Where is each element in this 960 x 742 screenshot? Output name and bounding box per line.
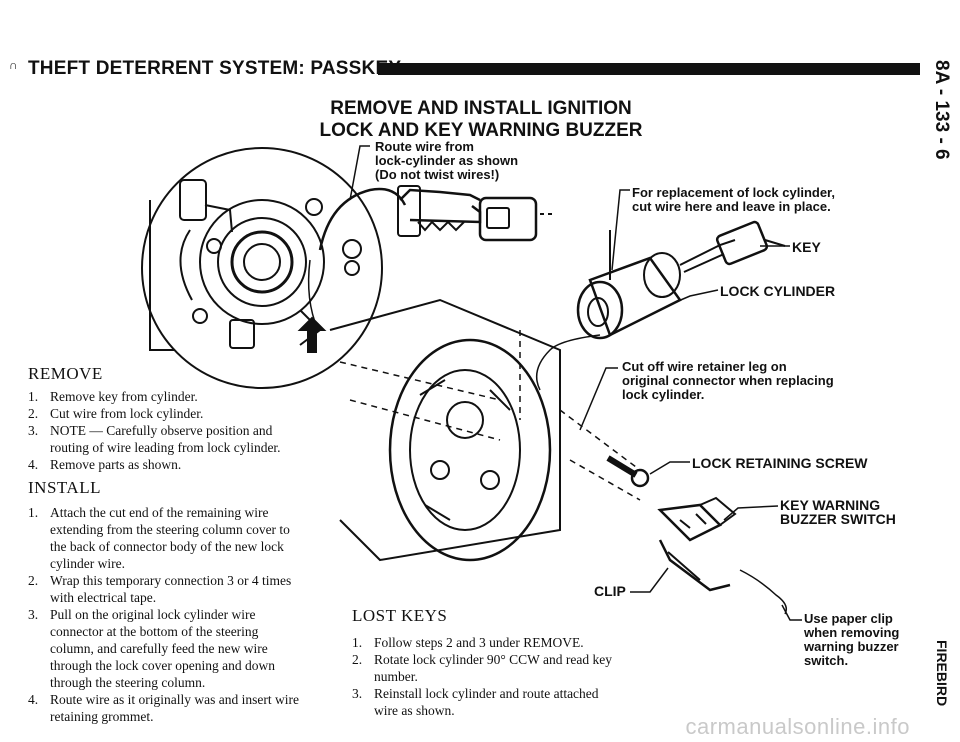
callout-buzzer-line2: BUZZER SWITCH (780, 511, 896, 527)
column-bore (388, 338, 552, 562)
step-number: 1. (352, 635, 363, 650)
callout-paper-clip-line1: Use paper clip (804, 611, 893, 626)
step-number: 4. (28, 457, 39, 472)
install-step: 4. Route wire as it originally was and in… (28, 691, 304, 725)
remove-step: 4. Remove parts as shown. (28, 456, 308, 473)
step-text: Follow steps 2 and 3 under REMOVE. (374, 635, 584, 650)
clip-drawing (658, 539, 731, 592)
install-step: 1. Attach the cut end of the remaining wi… (28, 504, 304, 572)
buzzer-switch-drawing (657, 496, 737, 542)
install-step: 2. Wrap this temporary connection 3 or 4 … (28, 572, 304, 606)
step-number: 2. (28, 406, 39, 421)
lost-keys-step: 2. Rotate lock cylinder 90° CCW and read … (352, 651, 614, 685)
step-text: Remove parts as shown. (50, 457, 182, 472)
key-drawing-small (679, 220, 786, 273)
callout-retainer-line2: original connector when replacing (622, 373, 834, 388)
step-number: 3. (28, 607, 39, 622)
callout-paper-clip-line3: warning buzzer (804, 639, 899, 654)
corner-mark: ∩ (9, 58, 18, 72)
remove-step: 3. NOTE — Carefully observe position and … (28, 422, 308, 456)
step-text: Attach the cut end of the remaining wire… (50, 505, 290, 571)
step-number: 1. (28, 389, 39, 404)
callout-buzzer: KEY WARNING BUZZER SWITCH (780, 498, 896, 526)
step-text: NOTE — Carefully observe position and ro… (50, 423, 281, 455)
key-drawing-large (397, 185, 556, 242)
step-number: 3. (28, 423, 39, 438)
callout-replacement-line2: cut wire here and leave in place. (632, 199, 831, 214)
callout-paper-clip-line2: when removing (804, 625, 900, 640)
callout-lock-retaining-screw: LOCK RETAINING SCREW (692, 455, 868, 471)
header-rule (378, 63, 920, 75)
callout-replacement: For replacement of lock cylinder, cut wi… (632, 186, 835, 214)
diagram-title: REMOVE AND INSTALL IGNITION LOCK AND KEY… (319, 98, 643, 141)
callout-route-wire-line3: (Do not twist wires!) (375, 167, 500, 182)
callout-paper-clip-line4: switch. (804, 653, 849, 668)
remove-step: 1. Remove key from cylinder. (28, 388, 308, 405)
step-number: 3. (352, 686, 363, 701)
remove-heading: REMOVE (28, 364, 103, 383)
lock-cylinder-drawing (576, 230, 682, 340)
step-text: Remove key from cylinder. (50, 389, 198, 404)
callout-lock-cylinder: LOCK CYLINDER (720, 283, 836, 299)
step-number: 4. (28, 692, 39, 707)
install-steps: 1. Attach the cut end of the remaining wi… (28, 504, 304, 725)
lost-keys-heading: LOST KEYS (352, 606, 448, 625)
step-text: Reinstall lock cylinder and route attach… (374, 686, 599, 718)
callout-key: KEY (792, 239, 821, 255)
callout-paper-clip: Use paper clip when removing warning buz… (804, 612, 899, 668)
lost-keys-steps: 1. Follow steps 2 and 3 under REMOVE. 2. R… (352, 634, 614, 719)
page-title: THEFT DETERRENT SYSTEM: PASSKEY (28, 58, 402, 79)
callout-retainer-line1: Cut off wire retainer leg on (622, 359, 787, 374)
step-text: Cut wire from lock cylinder. (50, 406, 204, 421)
step-text: Route wire as it originally was and inse… (50, 692, 299, 724)
callout-retainer-line3: lock cylinder. (622, 387, 705, 402)
step-number: 1. (28, 505, 39, 520)
lock-plate-ring (199, 199, 325, 325)
remove-section: REMOVE 1. Remove key from cylinder. 2. Cut… (28, 364, 308, 473)
step-number: 2. (352, 652, 363, 667)
lost-keys-step: 1. Follow steps 2 and 3 under REMOVE. (352, 634, 614, 651)
callout-replacement-line1: For replacement of lock cylinder, (632, 185, 836, 200)
install-step: 3. Pull on the original lock cylinder wir… (28, 606, 304, 691)
install-heading: INSTALL (28, 478, 101, 497)
step-text: Rotate lock cylinder 90° CCW and read ke… (374, 652, 612, 684)
step-number: 2. (28, 573, 39, 588)
steering-column-outline (329, 298, 561, 562)
lock-cover-plate (141, 147, 383, 389)
remove-steps: 1. Remove key from cylinder. 2. Cut wire f… (28, 388, 308, 473)
callout-buzzer-line1: KEY WARNING (780, 497, 881, 513)
lost-keys-section: LOST KEYS 1. Follow steps 2 and 3 under R… (352, 606, 614, 719)
step-text: Pull on the original lock cylinder wire … (50, 607, 275, 690)
callout-route-wire-line1: Route wire from (375, 139, 474, 154)
remove-step: 2. Cut wire from lock cylinder. (28, 405, 308, 422)
retaining-screw-drawing (606, 455, 650, 488)
callout-clip: CLIP (594, 583, 626, 599)
install-section: INSTALL 1. Attach the cut end of the rema… (28, 478, 304, 725)
step-text: Wrap this temporary connection 3 or 4 ti… (50, 573, 292, 605)
callout-route-wire: Route wire from lock-cylinder as shown (… (375, 140, 518, 182)
lost-keys-step: 3. Reinstall lock cylinder and route atta… (352, 685, 614, 719)
watermark: carmanualsonline.info (685, 714, 910, 739)
callout-retainer: Cut off wire retainer leg on original co… (622, 360, 834, 402)
callout-route-wire-line2: lock-cylinder as shown (375, 153, 519, 168)
